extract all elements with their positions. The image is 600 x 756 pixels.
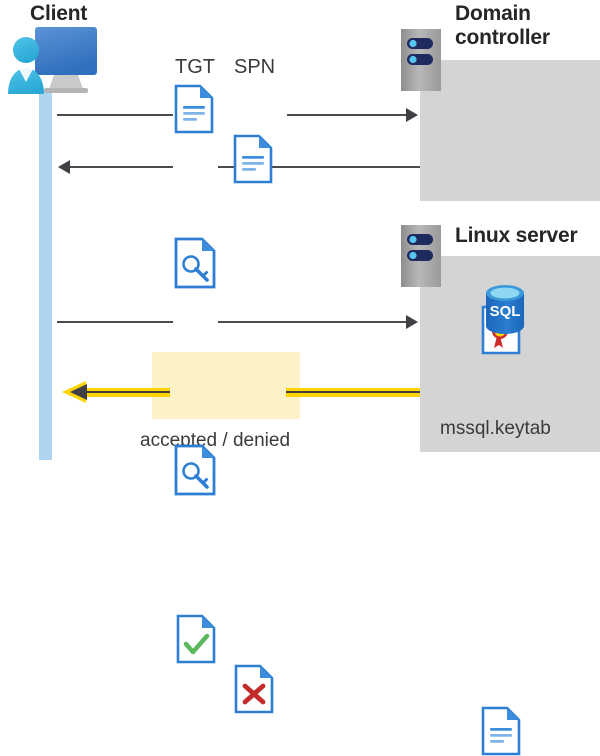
accepted-denied-highlight	[152, 352, 300, 419]
flow-line-present-right	[218, 321, 415, 323]
arrowhead-to-domain-controller	[406, 108, 418, 122]
result-arrow-segment-right	[286, 388, 420, 397]
keytab-file-label: mssql.keytab	[440, 418, 551, 439]
arrowhead-to-client-ticket	[58, 160, 70, 174]
service-ticket-key-document-icon	[174, 444, 600, 496]
domain-controller-panel	[420, 60, 600, 201]
accepted-document-icon	[176, 614, 600, 664]
result-arrow-segment-left	[84, 388, 170, 397]
linux-server-icon	[401, 225, 441, 287]
user-computer-icon	[4, 24, 100, 98]
domain-controller-title: Domain controller	[455, 2, 550, 49]
linux-server-title: Linux server	[455, 224, 578, 247]
ticket-key-document-icon	[174, 237, 600, 289]
flow-line-ticket-left	[62, 166, 173, 168]
flow-line-present-left	[57, 321, 173, 323]
tgt-label: TGT	[175, 56, 215, 78]
arrowhead-to-linux-server	[406, 315, 418, 329]
sql-database-icon: SQL	[477, 282, 533, 345]
domain-controller-server-icon	[401, 29, 441, 91]
client-lifeline	[39, 92, 52, 460]
kerberos-auth-diagram: Client Domain controller Linux server	[4, 2, 600, 756]
keytab-document-icon	[481, 706, 600, 756]
client-title: Client	[30, 2, 88, 25]
flow-line-request-right	[287, 114, 415, 116]
svg-text:SQL: SQL	[490, 303, 521, 320]
tgt-document-icon	[174, 84, 600, 134]
spn-document-icon	[233, 134, 600, 184]
result-arrowhead-inner	[70, 384, 87, 400]
spn-label: SPN	[234, 56, 276, 78]
flow-line-request-left	[57, 114, 173, 116]
flow-line-ticket-right	[218, 166, 420, 168]
